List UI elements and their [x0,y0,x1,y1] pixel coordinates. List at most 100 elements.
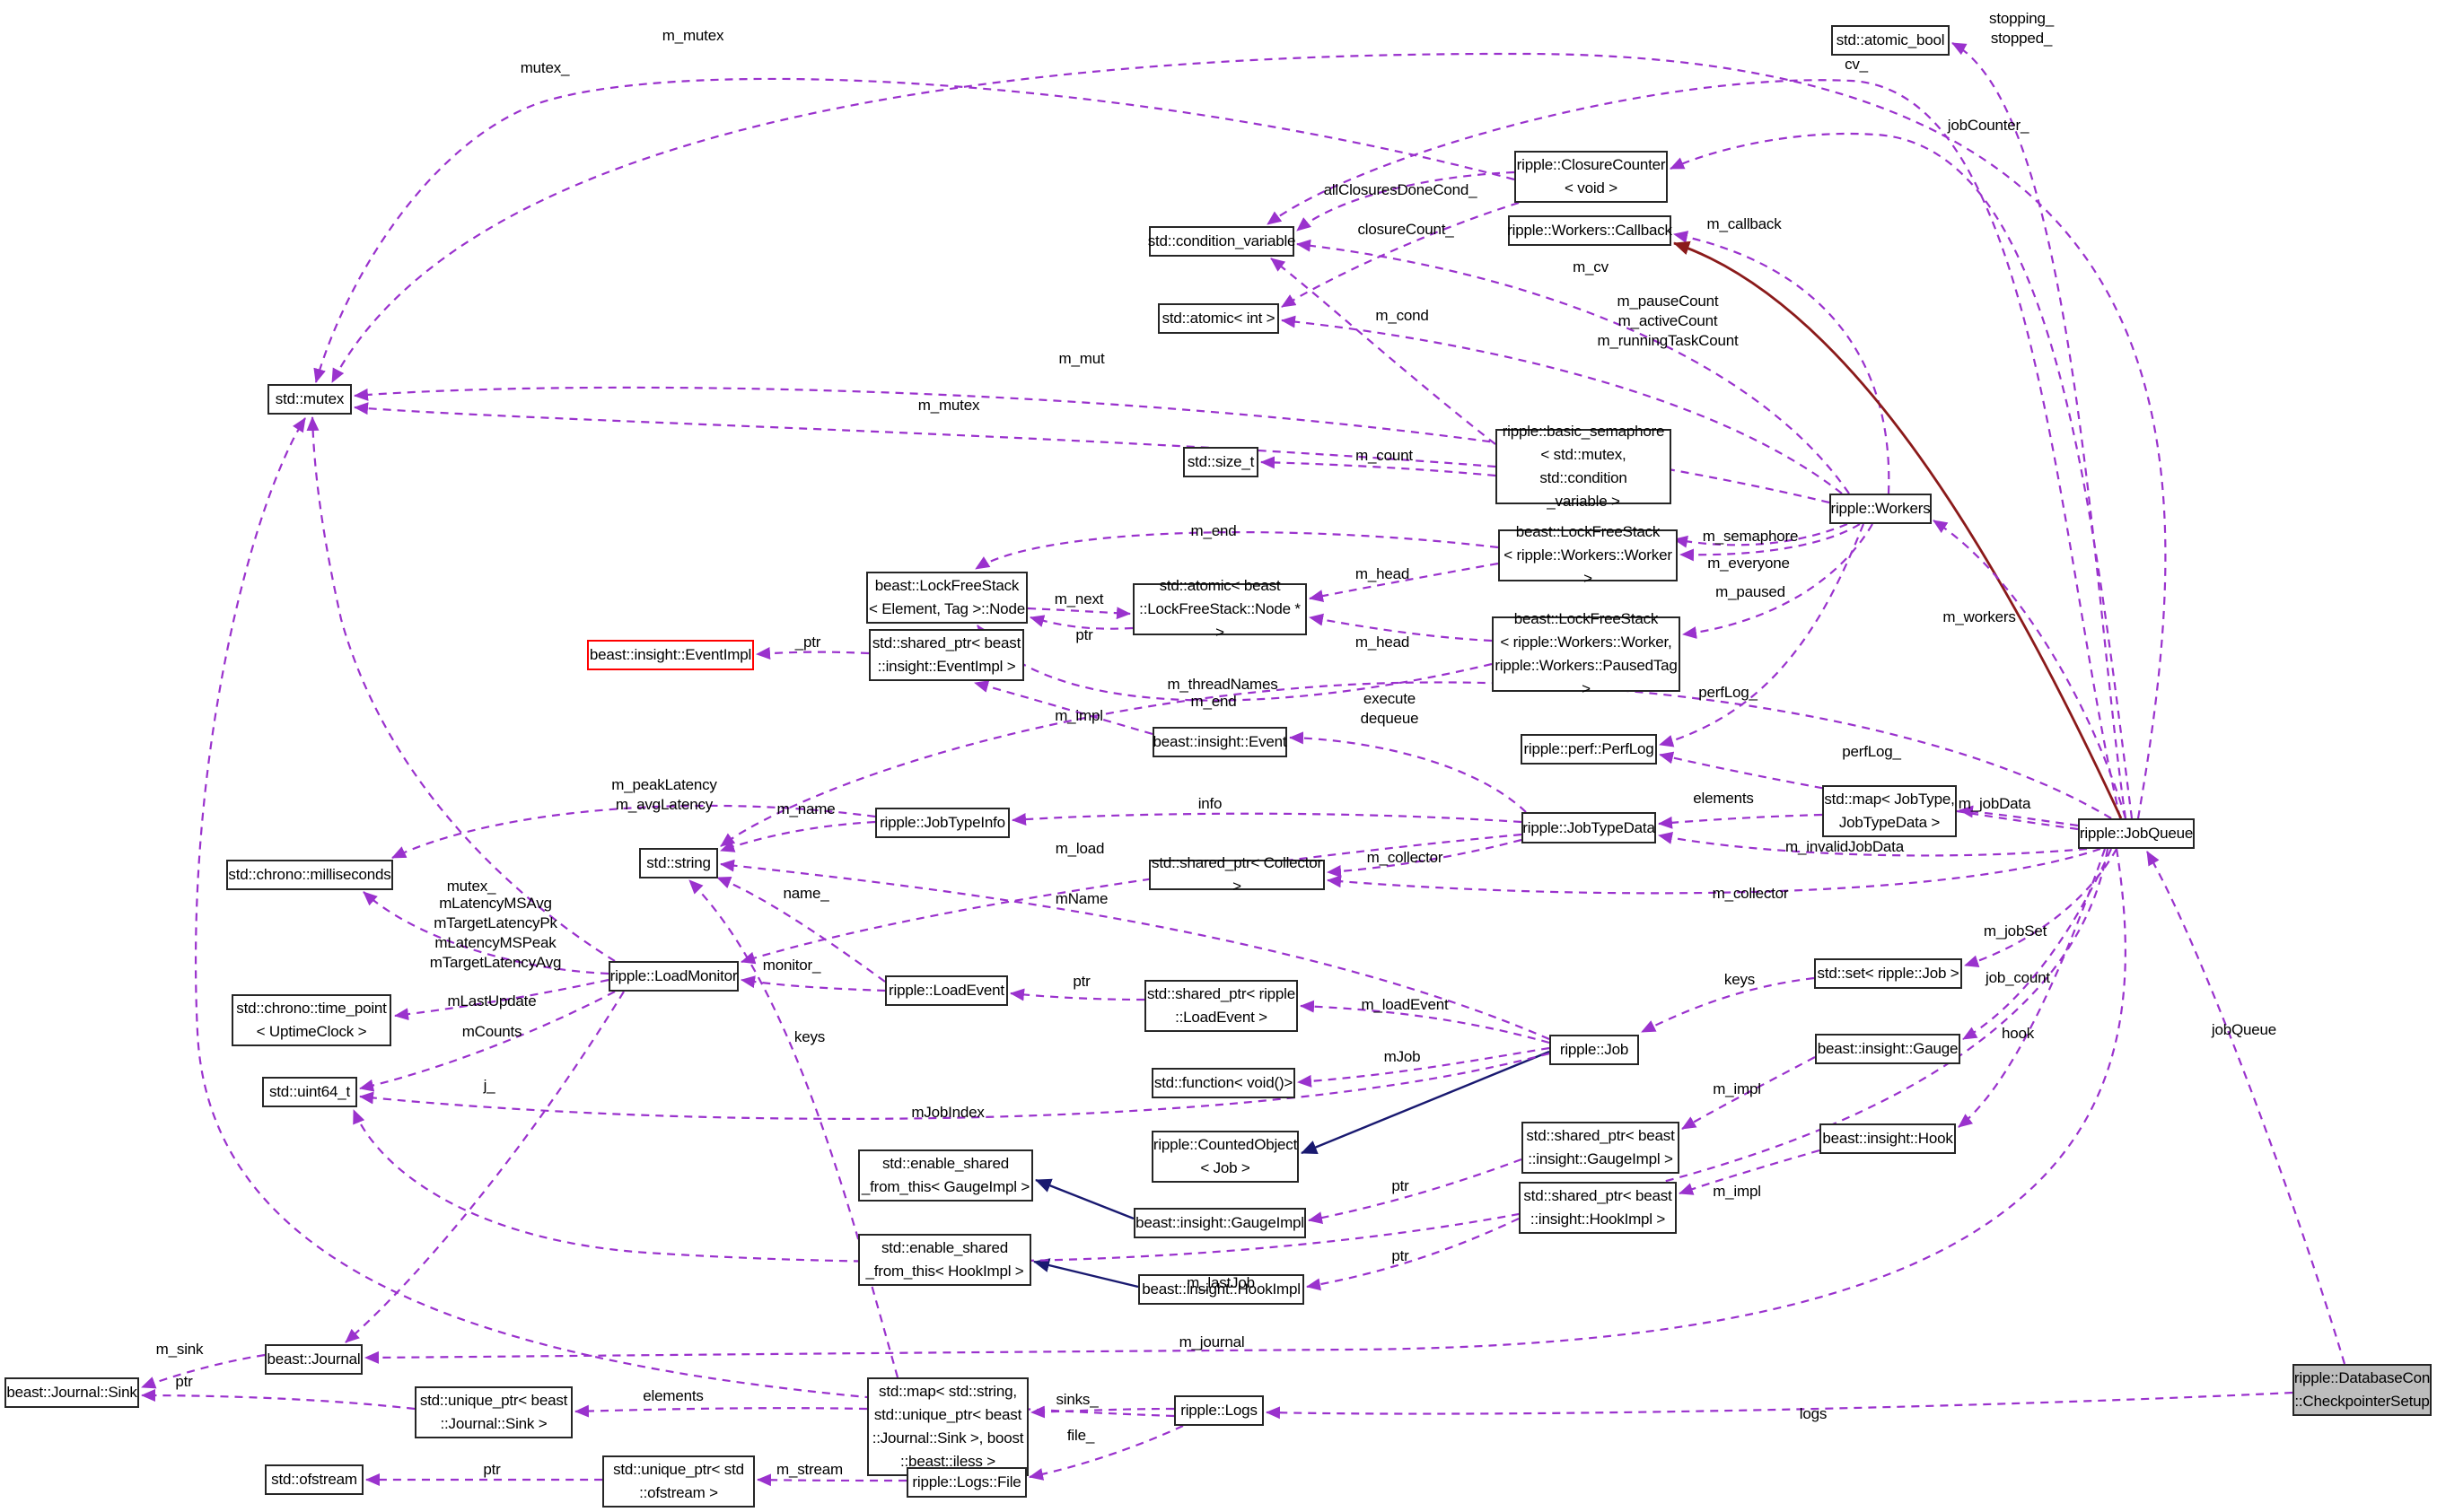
node-sp_hook_impl[interactable]: std::shared_ptr< beast ::insight::HookIm… [1519,1182,1677,1234]
edge-label-e36: m_peakLatency m_avgLatency [611,776,717,813]
edge-sp_gauge_impl-to-gauge_impl [1308,1158,1522,1224]
edge-label-e6: closureCount_ [1357,221,1454,238]
node-jobqueue[interactable]: ripple::JobQueue [2078,818,2195,849]
edge-jobqueue-to-condition_variable [1267,79,2122,819]
node-basic_semaphore[interactable]: ripple::basic_semaphore < std::mutex, st… [1495,423,1671,510]
edge-label-e56: ptr [1391,1247,1409,1264]
node-esft_gauge[interactable]: std::enable_shared _from_this< GaugeImpl… [858,1149,1033,1202]
node-ofstream[interactable]: std::ofstream [265,1464,364,1495]
node-insight_event[interactable]: beast::insight::Event [1153,727,1287,757]
edge-label-e73: logs [1799,1405,1828,1422]
node-sp_loadevent[interactable]: std::shared_ptr< ripple ::LoadEvent > [1144,980,1298,1032]
edge-label-e33: m_jobData [1958,795,2031,812]
node-up_sink[interactable]: std::unique_ptr< beast ::Journal::Sink > [415,1386,573,1438]
node-counted_object[interactable]: ripple::CountedObject < Job > [1152,1131,1299,1183]
node-lfs_worker[interactable]: beast::LockFreeStack < ripple::Workers::… [1498,523,1678,587]
edge-label-e20: m_head [1354,634,1410,651]
edge-label-e41: name_ [783,885,829,902]
node-loadmonitor[interactable]: ripple::LoadMonitor [609,961,739,992]
edge-label-e8: m_callback [1706,215,1782,232]
edge-basic_semaphore-to-size_t [1260,456,1496,477]
edge-label-e74: jobQueue [2211,1021,2277,1038]
edge-jobqueue-to-workers_callback [1673,240,2123,819]
edge-label-e72: ptr [483,1461,501,1478]
edge-map_sinks-to-string [688,879,899,1378]
edge-label-e49: keys [1723,971,1756,988]
edge-label-e13: m_mut [1058,350,1105,367]
edge-label-e44: monitor_ [762,957,821,974]
node-jobtypeinfo[interactable]: ripple::JobTypeInfo [875,808,1010,838]
node-gauge[interactable]: beast::insight::Gauge [1815,1034,1960,1064]
node-logs_file[interactable]: ripple::Logs::File [907,1467,1027,1498]
edge-workers-to-workers_callback [1673,231,1890,494]
node-jobtypedata[interactable]: ripple::JobTypeData [1521,812,1656,843]
node-string[interactable]: std::string [639,848,718,878]
node-atomic_bool[interactable]: std::atomic_bool [1831,25,1950,56]
edge-loadmonitor-to-mutex [306,416,616,962]
edge-label-e52: hook [2001,1025,2035,1042]
edge-label-e3: mutex_ [520,59,570,76]
edge-gauge-to-sp_gauge_impl [1681,1056,1816,1130]
node-journal_sink[interactable]: beast::Journal::Sink [4,1377,139,1408]
node-workers[interactable]: ripple::Workers [1829,494,1932,524]
node-lfs_paused[interactable]: beast::LockFreeStack < ripple::Workers::… [1492,610,1680,697]
node-hook_impl[interactable]: beast::insight::HookImpl [1138,1274,1304,1305]
node-esft_hook[interactable]: std::enable_shared _from_this< HookImpl … [858,1234,1031,1286]
node-loadevent[interactable]: ripple::LoadEvent [885,975,1008,1006]
node-perflog[interactable]: ripple::perf::PerfLog [1521,734,1657,765]
edge-workers-to-lfs_paused [1682,523,1873,640]
node-function_void[interactable]: std::function< void()> [1152,1068,1295,1098]
node-condition_variable[interactable]: std::condition_variable [1148,226,1295,257]
edge-label-e55: ptr [1391,1177,1409,1194]
edge-map_sinks-to-up_sink [574,1404,868,1418]
node-gauge_impl[interactable]: beast::insight::GaugeImpl [1134,1208,1306,1238]
edge-dbcon-to-logs [1266,1391,2293,1420]
node-closure_counter[interactable]: ripple::ClosureCounter < void > [1514,151,1668,203]
node-workers_callback[interactable]: ripple::Workers::Callback [1507,215,1672,246]
node-milliseconds[interactable]: std::chrono::milliseconds [226,860,393,890]
edge-jobtypedata-to-insight_event [1289,731,1527,813]
node-set_job[interactable]: std::set< ripple::Job > [1814,958,1962,989]
node-sp_collector[interactable]: std::shared_ptr< Collector > [1149,854,1325,895]
node-mutex[interactable]: std::mutex [267,384,352,415]
node-logs[interactable]: ripple::Logs [1174,1395,1264,1426]
edge-jobqueue-to-jobtypedata [1658,832,2088,857]
edge-label-e60: m_lastJob [1187,1274,1255,1291]
node-sp_event_impl[interactable]: std::shared_ptr< beast ::insight::EventI… [869,629,1024,681]
node-atomic_lfs_node[interactable]: std::atomic< beast ::LockFreeStack::Node… [1133,577,1307,641]
node-sp_gauge_impl[interactable]: std::shared_ptr< beast ::insight::GaugeI… [1521,1122,1679,1174]
edge-label-e46: m_loadEvent [1361,996,1449,1013]
node-size_t[interactable]: std::size_t [1183,447,1258,477]
edge-label-e15: m_count [1355,447,1413,464]
edge-label-e30: perfLog_ [1842,743,1901,760]
node-timepoint[interactable]: std::chrono::time_point < UptimeClock > [232,994,391,1046]
edge-basic_semaphore-to-mutex [354,402,1496,468]
node-up_ofstream[interactable]: std::unique_ptr< std ::ofstream > [602,1455,755,1508]
node-map_jobtype[interactable]: std::map< JobType, JobTypeData > [1822,785,1957,837]
edge-lfs_node-to-atomic_lfs_node [1027,607,1131,620]
node-map_sinks[interactable]: std::map< std::string, std::unique_ptr< … [867,1377,1029,1476]
node-hook[interactable]: beast::insight::Hook [1819,1123,1956,1154]
edge-job-to-uint64 [359,1052,1550,1120]
node-journal[interactable]: beast::Journal [265,1344,363,1375]
edge-jobqueue-to-mutex [331,52,2167,819]
edge-jobqueue-to-gauge [1962,848,2113,1040]
edge-label-e62: mCounts [461,1023,522,1040]
edge-closure_counter-to-condition_variable [1296,170,1515,232]
edge-jobtypeinfo-to-milliseconds [391,804,876,859]
edge-label-e45: ptr [1073,973,1091,990]
edge-dbcon-to-jobqueue [2146,851,2346,1365]
edge-label-e5: allClosuresDoneCond_ [1323,181,1477,198]
node-atomic_int[interactable]: std::atomic< int > [1158,303,1279,334]
node-uint64[interactable]: std::uint64_t [262,1077,357,1107]
edge-label-e24: ptr [1075,626,1093,643]
node-job[interactable]: ripple::Job [1549,1035,1639,1065]
edge-sp_loadevent-to-loadevent [1010,988,1145,1001]
edge-set_job-to-job [1641,976,1815,1033]
node-dbcon[interactable]: ripple::DatabaseCon ::CheckpointerSetup [2292,1364,2432,1416]
edge-logs-to-mutex [195,417,1175,1418]
edge-workers-to-lfs_worker [1679,523,1861,562]
node-lfs_node[interactable]: beast::LockFreeStack < Element, Tag >::N… [866,572,1028,624]
node-event_impl[interactable]: beast::insight::EventImpl [587,640,754,670]
edge-label-e32: elements [1693,790,1754,807]
